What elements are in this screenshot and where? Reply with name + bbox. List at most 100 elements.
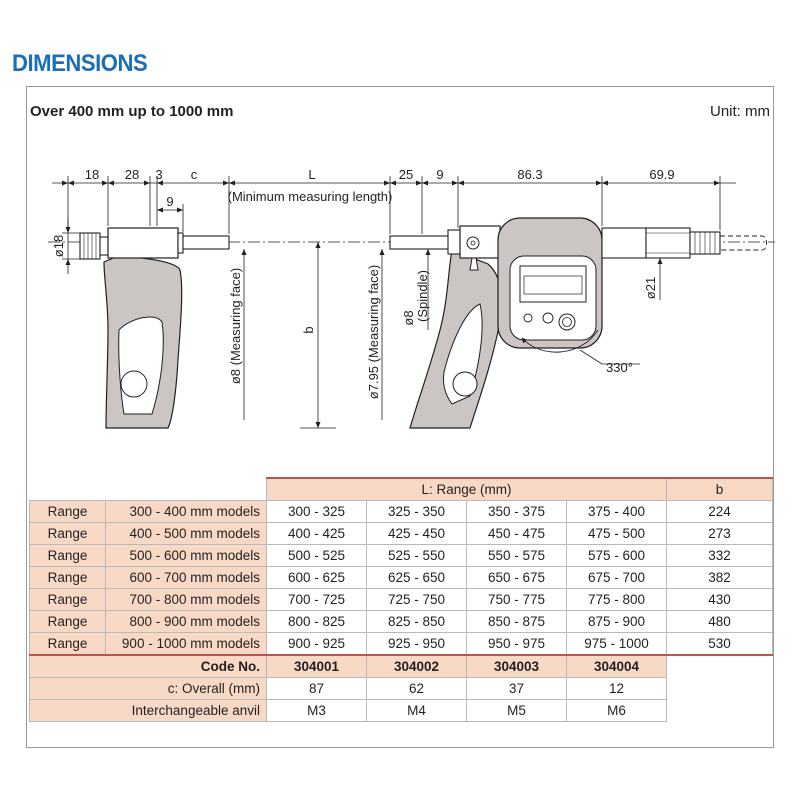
range-cell: 425 - 450 [366,522,467,545]
dia-8-face-label: ø8 (Measuring face) [228,268,243,384]
row-models: 500 - 600 mm models [105,544,267,567]
row-models: 700 - 800 mm models [105,588,267,611]
range-cell: 975 - 1000 [565,632,668,656]
header-b: b [666,477,774,501]
b-cell: 480 [666,610,774,633]
row-models: 900 - 1000 mm models [105,632,267,656]
dia-8-spindle-label: ø8 [401,310,416,325]
range-cell: 525 - 550 [366,544,467,567]
rotation-arc [521,329,599,353]
range-cell: 375 - 400 [565,500,668,523]
anvil-row: Interchangeable anvil M3 M4 M5 M6 [29,699,773,722]
table-row: Range 300 - 400 mm models 300 - 325 325 … [29,500,774,523]
table-header-row: L: Range (mm) b [30,477,774,501]
anvil-step [177,232,184,254]
dim-L-label: L [308,167,315,182]
dim-25-label: 25 [399,167,413,182]
dim-b-label: b [301,326,316,333]
spindle-note: (Spindle) [415,270,430,322]
ratchet-extension [720,235,767,251]
ratchet-knurl [694,232,716,254]
anvil-rod [182,235,230,250]
overall-label: c: Overall (mm) [29,677,267,700]
range-cell: 400 - 425 [266,522,367,545]
overall-cell: 87 [266,677,367,700]
dia-21-label: ø21 [643,277,658,299]
range-cell: 800 - 825 [266,610,367,633]
b-cell: 273 [666,522,774,545]
dim-18-label: 18 [85,167,99,182]
button-left [523,313,533,323]
overall-row: c: Overall (mm) 87 62 37 12 [29,677,773,700]
range-cell: 675 - 700 [565,566,668,589]
dim-9-right-label: 9 [436,167,443,182]
range-cell: 550 - 575 [466,544,567,567]
table-row: Range 600 - 700 mm models 600 - 625 625 … [29,566,774,589]
dia-18-label: ø18 [51,235,66,257]
b-cell: 530 [666,632,774,656]
button-mid [542,312,554,324]
anvil-collar [99,236,109,256]
table-row: Range 700 - 800 mm models 700 - 725 725 … [29,588,774,611]
code-cell: 304003 [466,654,567,678]
micrometer-drawing: 18 28 3 c 9 L (Minimum measuring length)… [48,167,775,429]
row-label: Range [29,566,106,589]
dim-9-left-label: 9 [166,194,173,209]
code-row: Code No. 304001 304002 304003 304004 [29,654,773,678]
anvil-knurl [79,232,101,260]
dim-69-9-label: 69.9 [649,167,674,182]
anvil-cell: M4 [366,699,467,722]
row-label: Range [29,544,106,567]
b-cell: 382 [666,566,774,589]
range-cell: 850 - 875 [466,610,567,633]
dia-7-95-face-label: ø7.95 (Measuring face) [366,265,381,399]
code-cell: 304001 [266,654,367,678]
range-cell: 350 - 375 [466,500,567,523]
spindle-sleeve [459,225,501,259]
range-cell: 650 - 675 [466,566,567,589]
left-frame-hole [120,370,148,398]
range-cell: 825 - 850 [366,610,467,633]
min-length-note: (Minimum measuring length) [228,189,393,204]
overall-cell: 12 [565,677,668,700]
thimble [645,227,691,259]
range-cell: 600 - 625 [266,566,367,589]
row-label: Range [29,500,106,523]
header-range: L: Range (mm) [265,477,668,501]
b-cell: 224 [666,500,774,523]
table-row: Range 800 - 900 mm models 800 - 825 825 … [29,610,774,633]
clamp-lever [469,257,479,271]
anvil-cell: M6 [565,699,668,722]
overall-cell: 62 [366,677,467,700]
range-table: L: Range (mm) b Range 300 - 400 mm model… [29,477,774,722]
row-label: Range [29,632,106,656]
table-row: Range 500 - 600 mm models 500 - 525 525 … [29,544,774,567]
range-cell: 475 - 500 [565,522,668,545]
dim-c-label: c [191,167,198,182]
table-row: Range 400 - 500 mm models 400 - 425 425 … [29,522,774,545]
row-models: 600 - 700 mm models [105,566,267,589]
spindle-collar [447,229,461,255]
range-cell: 625 - 650 [366,566,467,589]
overall-cell: 37 [466,677,567,700]
dim-3-label: 3 [155,167,162,182]
anvil-knurl-lines [83,233,97,259]
anvil-cell: M5 [466,699,567,722]
row-label: Range [29,610,106,633]
code-cell: 304004 [565,654,668,678]
dim-86-3-label: 86.3 [517,167,542,182]
row-label: Range [29,588,106,611]
anvil-cell: M3 [266,699,367,722]
page-heading: DIMENSIONS [12,50,148,77]
range-cell: 925 - 950 [366,632,467,656]
range-subtitle: Over 400 mm up to 1000 mm [30,103,234,120]
dim-28-label: 28 [125,167,139,182]
row-models: 300 - 400 mm models [105,500,267,523]
b-cell: 332 [666,544,774,567]
range-cell: 500 - 525 [266,544,367,567]
spindle-rod [389,235,451,250]
range-cell: 450 - 475 [466,522,567,545]
anvil-sleeve [107,227,179,259]
thimble-sleeve [601,227,647,259]
content-frame [26,86,774,748]
